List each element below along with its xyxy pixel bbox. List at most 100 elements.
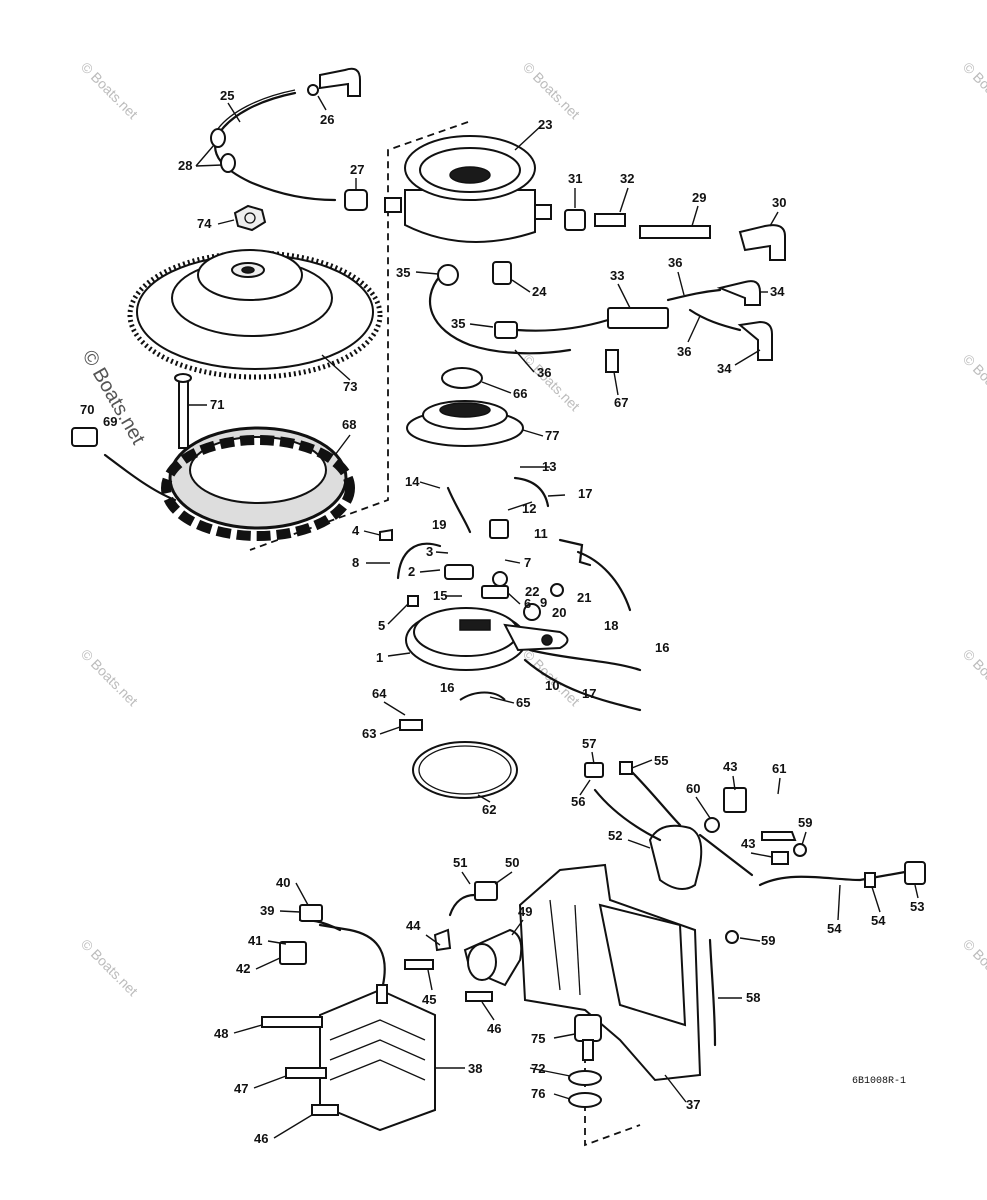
callout-11: 11 — [534, 526, 548, 541]
callout-58: 58 — [746, 990, 760, 1005]
callout-28: 28 — [178, 158, 192, 173]
callout-25: 25 — [220, 88, 234, 103]
callout-17: 17 — [578, 486, 592, 501]
watermark: © Boats.net — [960, 59, 987, 122]
charge-coil — [433, 881, 523, 987]
small-parts — [379, 476, 632, 731]
timer-base — [405, 607, 642, 712]
callout-48: 48 — [214, 1026, 228, 1041]
callout-31: 31 — [568, 171, 582, 186]
rotor-sleeve — [406, 400, 524, 447]
callout-57: 57 — [582, 736, 596, 751]
callout-70: 70 — [80, 402, 94, 417]
callout-59b: 59 — [761, 933, 775, 948]
callout-5: 5 — [378, 618, 385, 633]
distributor-cap — [384, 135, 552, 285]
callout-7: 7 — [524, 555, 531, 570]
callout-15: 15 — [433, 588, 447, 603]
callout-21: 21 — [577, 590, 591, 605]
callout-9: 9 — [540, 595, 547, 610]
callout-27: 27 — [350, 162, 364, 177]
callout-47: 47 — [234, 1081, 248, 1096]
callout-51: 51 — [453, 855, 467, 870]
callout-77: 77 — [545, 428, 559, 443]
callout-36: 36 — [668, 255, 682, 270]
callout-32: 32 — [620, 171, 634, 186]
callout-46b: 46 — [254, 1131, 268, 1146]
callout-36b: 36 — [677, 344, 691, 359]
callout-45: 45 — [422, 992, 436, 1007]
callout-8: 8 — [352, 555, 359, 570]
flywheel-nut — [233, 204, 267, 232]
flywheel — [127, 249, 383, 380]
callout-labels: 1 2 3 4 5 6 7 8 9 10 11 12 13 14 15 16 1… — [80, 88, 924, 1146]
callout-73: 73 — [343, 379, 357, 394]
callout-20: 20 — [552, 605, 566, 620]
callout-66: 66 — [513, 386, 527, 401]
callout-43: 43 — [723, 759, 737, 774]
callout-23: 23 — [538, 117, 552, 132]
spark-plug-leads — [428, 209, 786, 373]
callout-52: 52 — [608, 828, 622, 843]
callout-24: 24 — [532, 284, 547, 299]
watermark: © Boats.net — [78, 936, 141, 999]
watermark: © Boats.net — [960, 646, 987, 709]
callout-55: 55 — [654, 753, 668, 768]
high-tension-lead — [210, 67, 368, 211]
callout-59: 59 — [798, 815, 812, 830]
callout-61: 61 — [772, 761, 786, 776]
mount-outline — [584, 1020, 641, 1147]
watermark: © Boats.net — [520, 351, 583, 414]
callout-37: 37 — [686, 1097, 700, 1112]
callout-74: 74 — [197, 216, 212, 231]
callout-38: 38 — [468, 1061, 482, 1076]
stator-bolt — [174, 373, 192, 449]
callout-2: 2 — [408, 564, 415, 579]
callout-63: 63 — [362, 726, 376, 741]
callout-17b: 17 — [582, 686, 596, 701]
ignition-coil — [584, 761, 926, 890]
callout-60: 60 — [686, 781, 700, 796]
callout-40: 40 — [276, 875, 290, 890]
mounting-bracket — [518, 863, 739, 1108]
leader-lines — [188, 95, 919, 1139]
power-pack — [261, 904, 493, 1132]
callout-69: 69 — [103, 414, 117, 429]
stator — [71, 426, 355, 541]
callout-44: 44 — [406, 918, 421, 933]
watermark: © Boats.net — [960, 936, 987, 999]
callout-43b: 43 — [741, 836, 755, 851]
callout-36c: 36 — [537, 365, 551, 380]
callout-33: 33 — [610, 268, 624, 283]
callout-41: 41 — [248, 933, 262, 948]
watermark: © Boats.net — [960, 351, 987, 414]
callout-16: 16 — [440, 680, 454, 695]
callout-26: 26 — [320, 112, 334, 127]
callout-54: 54 — [827, 921, 842, 936]
callout-35: 35 — [396, 265, 410, 280]
callout-54b: 54 — [871, 913, 886, 928]
callout-39: 39 — [260, 903, 274, 918]
watermark: © Boats.net — [78, 646, 141, 709]
retaining-ring — [412, 741, 518, 799]
callout-62: 62 — [482, 802, 496, 817]
callout-16b: 16 — [655, 640, 669, 655]
callout-53: 53 — [910, 899, 924, 914]
callout-42: 42 — [236, 961, 250, 976]
callout-29: 29 — [692, 190, 706, 205]
callout-49: 49 — [518, 904, 532, 919]
callout-68: 68 — [342, 417, 356, 432]
o-ring — [441, 367, 483, 389]
callout-3: 3 — [426, 544, 433, 559]
watermark: © Boats.net — [520, 59, 583, 122]
callout-1: 1 — [376, 650, 383, 665]
callout-34: 34 — [770, 284, 785, 299]
callout-14: 14 — [405, 474, 420, 489]
callout-71: 71 — [210, 397, 224, 412]
callout-34b: 34 — [717, 361, 732, 376]
figure-code: 6B1008R-1 — [852, 1076, 906, 1087]
callout-50: 50 — [505, 855, 519, 870]
callout-6: 6 — [524, 596, 531, 611]
callout-10: 10 — [545, 678, 559, 693]
